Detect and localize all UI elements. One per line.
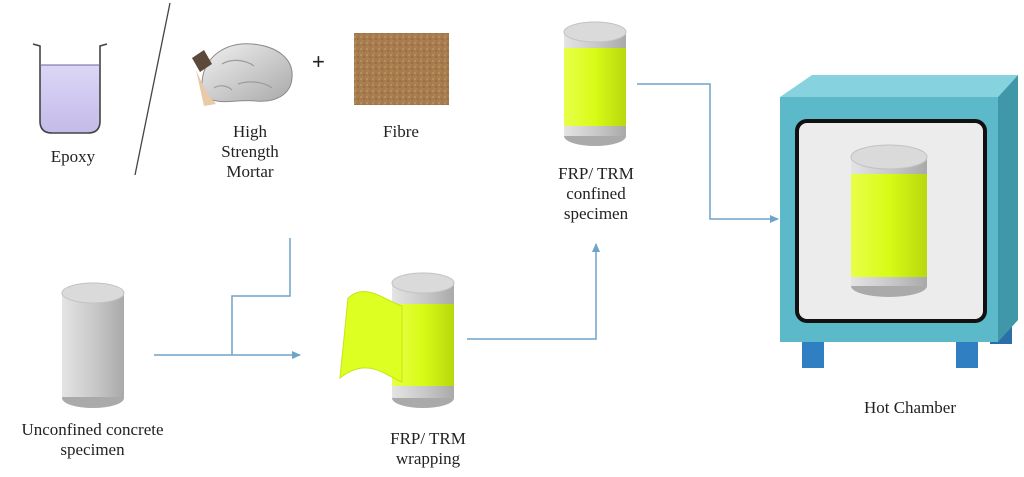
arrow-to-confined	[467, 243, 600, 340]
unconfined-label: Unconfined concrete specimen	[5, 420, 180, 460]
confined-label-line-2: confined	[566, 184, 626, 203]
mortar-label-line-1: High	[233, 122, 267, 141]
wrapping-label: FRP/ TRM wrapping	[368, 429, 488, 469]
fibre-label: Fibre	[383, 122, 419, 141]
arrow-materials-branch	[231, 238, 291, 355]
unconfined-cylinder	[61, 282, 125, 408]
confined-label-line-1: FRP/ TRM	[558, 164, 634, 183]
mortar-label-line-3: Mortar	[226, 162, 274, 181]
unconfined-label-line-1: Unconfined concrete	[21, 420, 164, 439]
hot-chamber	[780, 75, 1018, 368]
divider-line	[134, 2, 171, 176]
confined-label-line-3: specimen	[563, 204, 629, 223]
fibre-image	[354, 33, 449, 105]
epoxy-beaker-icon	[32, 43, 108, 134]
mortar-label: High Strength Mortar	[200, 122, 300, 182]
frp-sheet	[339, 291, 403, 383]
confined-label: FRP/ TRM confined specimen	[536, 164, 656, 224]
flow-arrows	[154, 83, 779, 359]
wrapping-label-line-1: FRP/ TRM	[390, 429, 466, 448]
epoxy-label: Epoxy	[50, 147, 96, 166]
wrapping-label-line-2: wrapping	[395, 449, 461, 468]
unconfined-label-line-2: specimen	[60, 440, 125, 459]
confined-cylinder	[563, 21, 627, 146]
mortar-label-line-2: Strength	[221, 142, 279, 161]
plus-sign: +	[312, 49, 325, 74]
chamber-specimen	[850, 144, 928, 297]
mortar-image	[188, 35, 298, 107]
hot-chamber-label: Hot Chamber	[863, 398, 957, 417]
arrow-to-chamber	[637, 83, 779, 223]
